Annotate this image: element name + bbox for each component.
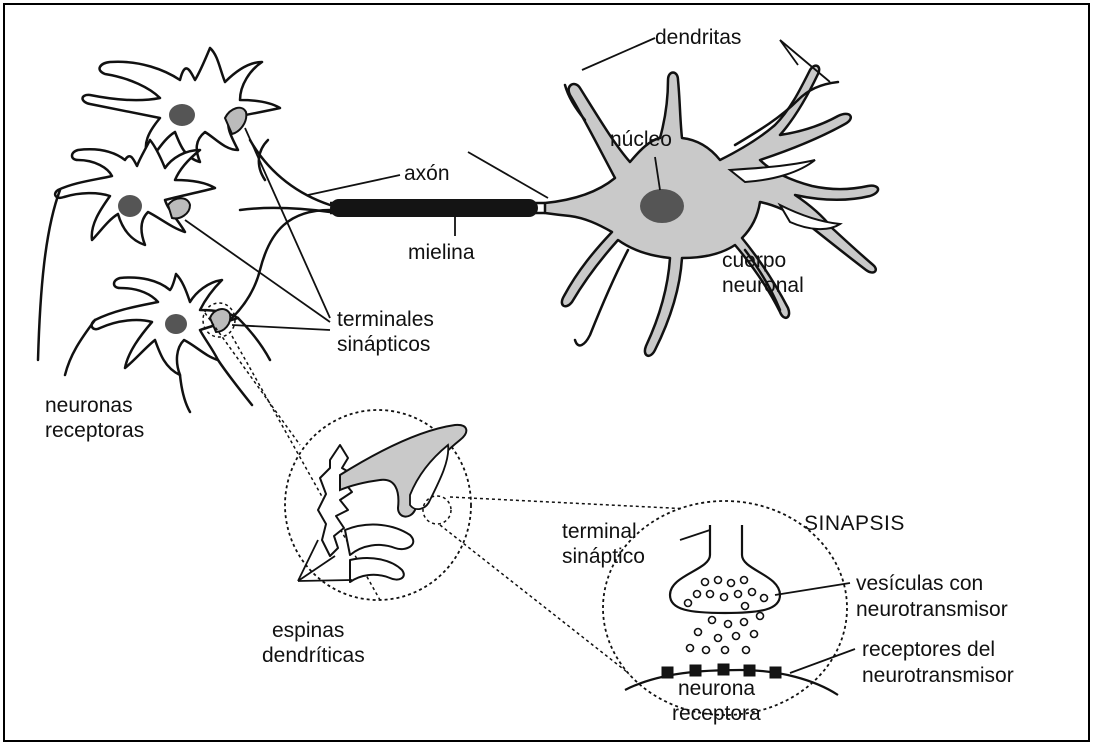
label-mielina: mielina <box>408 241 475 264</box>
receptor-neuron-middle <box>55 140 215 245</box>
label-terminales: terminales <box>337 308 434 331</box>
label-cuerpo: cuerpo <box>722 249 786 272</box>
label-sinapsis: SINAPSIS <box>804 512 905 535</box>
myelin-sheath <box>330 199 538 217</box>
label-vesiculas: vesículas con <box>856 572 983 595</box>
synaptic-terminal-bottom <box>210 309 230 332</box>
label-neuronal: neuronal <box>722 274 804 297</box>
nucleus-top-receptor <box>169 104 195 126</box>
synaptic-terminal-middle <box>168 198 190 218</box>
label-nucleo: núcleo <box>610 128 672 151</box>
label-dendriticas: dendríticas <box>262 644 365 667</box>
label-receptora: receptora <box>672 702 761 725</box>
label-espinas: espinas <box>272 619 344 642</box>
receptor-dendrite-strokes <box>38 190 270 412</box>
label-axon: axón <box>404 162 450 185</box>
neuron-cell-body <box>545 66 878 356</box>
label-terminal: terminal <box>562 520 637 543</box>
label-receptores: receptores del <box>862 638 995 661</box>
nucleus-middle-receptor <box>118 195 142 217</box>
label-neurona: neurona <box>678 677 755 700</box>
axon-branches <box>232 140 330 318</box>
label-neurotransmisor: neurotransmisor <box>856 598 1008 621</box>
label-neurotransmisor-2: neurotransmisor <box>862 664 1014 687</box>
label-receptoras: receptoras <box>45 419 144 442</box>
zoom-line-3 <box>450 497 710 510</box>
label-sinaptico: sináptico <box>562 545 645 568</box>
nucleus-bottom-receptor <box>165 314 187 334</box>
label-dendritas: dendritas <box>655 26 741 49</box>
label-neuronas: neuronas <box>45 394 133 417</box>
main-nucleus <box>640 189 684 223</box>
label-sinapticos: sinápticos <box>337 333 430 356</box>
